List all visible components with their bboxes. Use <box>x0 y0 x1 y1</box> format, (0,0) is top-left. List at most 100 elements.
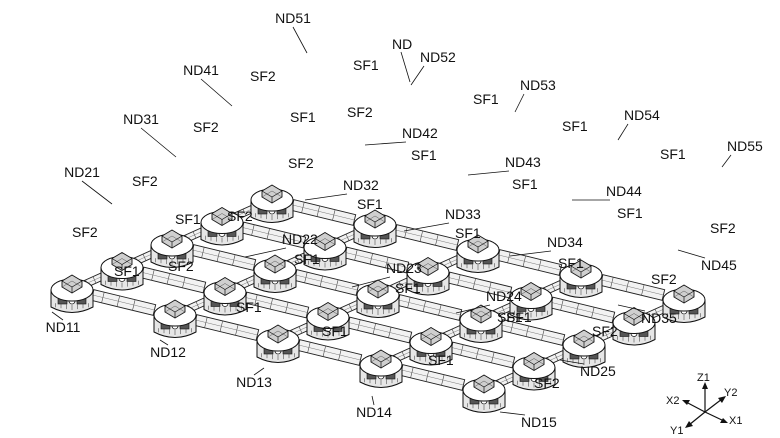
shaft-label-sf1-13: SF1 <box>114 263 140 279</box>
shaft-label-sf2-10: SF2 <box>651 271 677 287</box>
node-module-32 <box>253 254 297 293</box>
axis-y1-arrow <box>685 421 693 428</box>
node-leader-54 <box>617 123 629 141</box>
shaft-sf1-r3-c3 <box>396 294 463 321</box>
node-module-41 <box>200 206 244 246</box>
axis-y1-label: Y1 <box>670 425 683 437</box>
shaft-sf1-r2-c2 <box>243 291 310 319</box>
node-module-33 <box>356 279 400 318</box>
axis-x2-line <box>685 401 706 413</box>
node-leader-41 <box>200 78 233 107</box>
shaft-label-sf1-7: SF1 <box>512 176 538 192</box>
shaft-label-sf1-15: SF1 <box>395 280 421 296</box>
shaft-label-sf1-9: SF1 <box>175 211 201 227</box>
node-module-25 <box>512 351 556 391</box>
node-label-31: ND31 <box>123 111 159 127</box>
axis-x1-arrow <box>720 418 728 423</box>
node-module-54 <box>559 259 603 298</box>
node-label-22: ND22 <box>282 231 318 247</box>
node-leader-13 <box>253 367 265 376</box>
node-module-55 <box>662 284 706 323</box>
node-leader-32 <box>304 193 348 201</box>
axis-x2-arrow <box>682 400 690 405</box>
axis-y1-line <box>688 411 706 426</box>
shaft-label-sf2-6: SF2 <box>288 155 314 171</box>
node-label-33: ND33 <box>445 206 481 222</box>
shaft-label-sf1-12: SF1 <box>558 255 584 271</box>
node-label-43: ND43 <box>505 154 541 170</box>
node-label-21: ND21 <box>64 164 100 180</box>
shaft-label-sf2-5: SF2 <box>347 104 373 120</box>
node-module-14 <box>359 349 403 388</box>
shaft-label-sf1-5: SF1 <box>290 109 316 125</box>
shaft-label-sf2-9: SF2 <box>710 220 736 236</box>
shaft-sf1-r3-c1 <box>190 244 257 271</box>
shaft-label-sf1-11: SF1 <box>455 225 481 241</box>
shaft-sf1-r1-c4 <box>399 364 466 391</box>
node-label-12: ND12 <box>150 344 186 360</box>
shaft-label-sf1-4: SF1 <box>660 146 686 162</box>
node-leader-24 <box>455 304 491 314</box>
shaft-sf1-r1-c1 <box>90 289 157 316</box>
node-label-32: ND32 <box>343 177 379 193</box>
shaft-sf1-r3-c4 <box>499 319 566 346</box>
node-leader-33 <box>403 222 450 232</box>
node-module-15 <box>462 374 506 413</box>
node-module-12 <box>153 299 197 338</box>
node-leader-51 <box>292 26 308 54</box>
shaft-label-sf1-16: SF1 <box>497 309 523 325</box>
shaft-sf1-r3-c2 <box>293 269 360 296</box>
node-group-leader <box>400 51 411 83</box>
shaft-label-sf1-6: SF1 <box>411 147 437 163</box>
node-label-34: ND34 <box>547 234 583 250</box>
node-label-55: ND55 <box>727 138 763 154</box>
shaft-label-sf1-1: SF1 <box>353 57 379 73</box>
shaft-label-sf2-3: SF2 <box>132 173 158 189</box>
node-label-11: ND11 <box>46 319 81 335</box>
node-module-45 <box>612 306 656 346</box>
node-module-11 <box>50 274 94 313</box>
node-label-24: ND24 <box>486 288 522 304</box>
shaft-label-sf1-2: SF1 <box>473 91 499 107</box>
axis-z-arrow <box>702 382 708 389</box>
node-module-34 <box>459 304 503 343</box>
node-label-52: ND52 <box>420 49 456 65</box>
node-label-25: ND25 <box>580 363 616 379</box>
node-leader-34 <box>509 250 552 257</box>
axis-x1-line <box>704 411 725 422</box>
node-label-13: ND13 <box>236 374 272 390</box>
shaft-sf1-r5-c2 <box>393 224 460 251</box>
node-module-21 <box>100 251 144 291</box>
shaft-label-sf2-1: SF2 <box>250 68 276 84</box>
shaft-sf1-r5-c1 <box>290 199 357 226</box>
shaft-label-sf1-20: SF1 <box>506 309 532 325</box>
node-module-43 <box>406 256 450 296</box>
shaft-sf1-r5-c3 <box>496 249 563 276</box>
shaft-label-sf2-2: SF2 <box>193 119 219 135</box>
node-module-24 <box>409 326 453 366</box>
node-module-52 <box>353 209 397 248</box>
node-module-53 <box>456 234 500 273</box>
shaft-label-sf1-17: SF1 <box>236 299 262 315</box>
axis-y2-arrow <box>718 396 726 403</box>
node-group-label: ND <box>392 36 412 52</box>
node-leader-42 <box>364 141 407 146</box>
node-label-45: ND45 <box>701 257 737 273</box>
node-leader-43 <box>467 170 510 176</box>
node-leader-11 <box>51 311 64 321</box>
shaft-sf1-r1-c3 <box>296 339 363 366</box>
shaft-label-sf1-3: SF1 <box>562 118 588 134</box>
shaft-label-sf2-4: SF2 <box>72 224 98 240</box>
node-leader-25 <box>559 359 585 365</box>
node-leader-23 <box>351 276 391 288</box>
node-module-44 <box>509 281 553 321</box>
node-label-23: ND23 <box>386 260 422 276</box>
node-leader-52 <box>410 65 425 86</box>
shaft-label-sf2-8: SF2 <box>168 258 194 274</box>
node-label-35: ND35 <box>641 310 677 326</box>
shaft-label-sf1-14: SF1 <box>294 251 320 267</box>
axis-y2-label: Y2 <box>724 387 737 399</box>
node-label-41: ND41 <box>183 62 219 78</box>
node-leader-45 <box>677 249 706 259</box>
